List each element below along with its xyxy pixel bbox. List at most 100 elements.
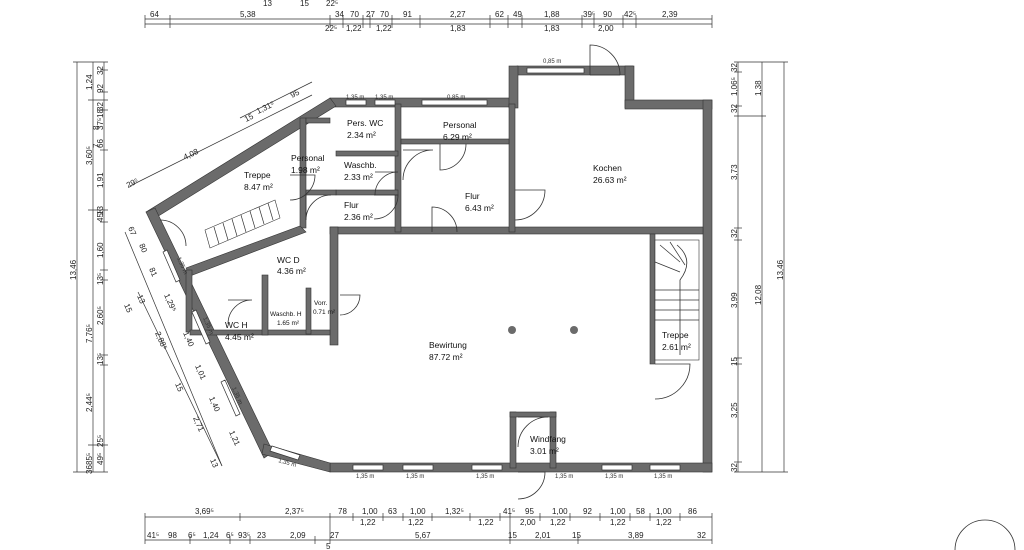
dim-bottom-row3-13: 3,89 <box>628 531 644 540</box>
dim-diag-left-0: 67 <box>126 225 138 237</box>
dim-left-inner-1: 92 <box>96 84 105 93</box>
dim-top-row2-4: 1,83 <box>544 24 560 33</box>
dim-bottom-row3-1: 98 <box>168 531 177 540</box>
window-label-diag: 1,35 m <box>277 458 296 469</box>
dim-top-row1-0: 64 <box>150 10 159 19</box>
dim-bottom-row1-1: 2,37⁵ <box>285 507 304 516</box>
dim-bottom-row2-0: 1,22 <box>360 518 376 527</box>
dim-diag-left-5: 15 <box>122 302 134 314</box>
dim-bottom-row1-7: 41⁵ <box>503 507 515 516</box>
room-area-vorr: 0.71 m² <box>313 309 336 316</box>
room-area-flur: 6.43 m² <box>465 203 494 213</box>
dim-top-row1-10: 1,88 <box>544 10 560 19</box>
dim-right-mid-1: 12,08 <box>754 284 763 305</box>
dim-diag-top-0: 4,08 <box>182 147 200 162</box>
dim-diag-top-3: 95 <box>289 88 301 100</box>
dim-top-row1-12: 90 <box>603 10 612 19</box>
dim-diag-top-4: 29⁵ <box>125 176 140 189</box>
dim-bottom-row2-1: 1,22 <box>408 518 424 527</box>
room-area-waschb-h: 1.65 m² <box>277 320 300 327</box>
dim-right-inner-1: 1,06⁵ <box>730 77 739 96</box>
dim-bottom-row1-13: 1,00 <box>656 507 672 516</box>
dim-top-row1-6: 91 <box>403 10 412 19</box>
right-dimensions: 13,46 1,38 12,08 32 1,06⁵ 32 3,73 32 3,9… <box>730 61 788 473</box>
dim-bottom-row4-0: 5 <box>326 542 331 550</box>
dim-top-row2-5: 2,00 <box>598 24 614 33</box>
window-label-top2: 1,35 m <box>375 95 393 101</box>
windows <box>162 67 681 471</box>
dim-left-inner-13: 49⁵ <box>96 453 105 465</box>
doors <box>159 44 691 500</box>
dim-top-row1-4: 27 <box>366 10 375 19</box>
dim-bottom-row3-6: 23 <box>257 531 266 540</box>
room-name-personal-left: Personal <box>291 153 325 163</box>
room-name-vorr: Vorr. <box>314 300 328 307</box>
dim-top-row1-3: 70 <box>350 10 359 19</box>
dim-left-inner-11: 25⁵ <box>96 435 105 447</box>
dim-left-inner-4: 66 <box>96 139 105 148</box>
dim-diag-left-13: 13 <box>208 457 220 469</box>
dim-top-row2-3: 1,83 <box>450 24 466 33</box>
dim-bottom-row1-11: 1,00 <box>610 507 626 516</box>
dim-right-mid-0: 1,38 <box>754 80 763 96</box>
dim-bottom-row2-2: 1,22 <box>478 518 494 527</box>
room-name-pers-wc: Pers. WC <box>347 118 383 128</box>
diagonal-dimensions-top: 4,08 15 1,31⁵ 95 29⁵ <box>125 81 313 190</box>
room-name-personal-top: Personal <box>443 120 477 130</box>
dim-right-inner-0: 32 <box>730 63 739 72</box>
dim-bottom-row3-11: 2,01 <box>535 531 551 540</box>
dim-bottom-row1-8: 95 <box>525 507 534 516</box>
dim-right-inner-6: 15 <box>730 357 739 366</box>
dim-right-inner-2: 32 <box>730 104 739 113</box>
left-dimensions: 13,46 1,24 3,60⁵ 7,76⁵ 2,44⁵ 85⁵ 32 92 3… <box>69 61 108 474</box>
room-area-windfang: 3.01 m² <box>530 446 559 456</box>
dim-left-inner-7: 1,60 <box>96 242 105 258</box>
dim-diag-left-3: 13 <box>135 293 147 305</box>
room-area-personal-top: 6.29 m² <box>443 132 472 142</box>
dim-top-row1-2: 34 <box>335 10 344 19</box>
dim-left-inner-9: 2,60⁵ <box>96 306 105 325</box>
dim-top-row1-1: 5,38 <box>240 10 256 19</box>
window-label-bot6: 1,35 m <box>654 474 672 480</box>
dim-diag-left-2: 81 <box>147 266 159 278</box>
dim-diag-left-8: 1,01 <box>193 363 208 381</box>
dim-bottom-row2-3: 2,00 <box>520 518 536 527</box>
dim-left-mid-0: 1,24 <box>85 74 94 90</box>
room-name-wc-h: WC H <box>225 320 248 330</box>
dim-bottom-row1-5: 1,00 <box>410 507 426 516</box>
dim-bottom-row3-12: 15 <box>572 531 581 540</box>
dim-top-row0-0: 13 <box>263 0 272 8</box>
window-label-top3: 0,85 m <box>447 95 465 101</box>
dim-left-mid-2: 7,76⁵ <box>85 324 94 343</box>
dim-left-extra-2: 7 <box>92 143 101 148</box>
dim-left-mid-4: 85⁵ <box>85 453 94 465</box>
room-labels: Kochen 26.63 m² Pers. WC 2.34 m² Persona… <box>225 118 691 456</box>
window-label-bot1: 1,35 m <box>356 474 374 480</box>
dim-left-inner-12: 36 <box>85 465 94 474</box>
room-name-waschb-h: Waschb. H <box>270 311 302 318</box>
dim-diag-left-4: 1,29⁵ <box>162 292 178 313</box>
dim-left-outer: 13,46 <box>69 259 78 280</box>
room-area-personal-left: 1.98 m² <box>291 165 320 175</box>
stairs-left <box>204 199 281 249</box>
dim-top-row0-1: 15 <box>300 0 309 8</box>
dim-top-row2-0: 22⁵ <box>325 24 337 33</box>
dim-diag-top-1: 15 <box>243 112 255 124</box>
dim-right-outer: 13,46 <box>776 259 785 280</box>
dim-bottom-row1-6: 1,32⁵ <box>445 507 464 516</box>
dim-top-row1-14: 2,39 <box>662 10 678 19</box>
dim-left-inner-0: 32 <box>96 66 105 75</box>
dim-left-inner-5: 1,91 <box>96 172 105 188</box>
dim-left-extra-1: 18 <box>96 109 105 118</box>
dim-bottom-row3-0: 41⁵ <box>147 531 159 540</box>
dim-top-row1-13: 42⁵ <box>624 10 636 19</box>
room-area-pers-wc: 2.34 m² <box>347 130 376 140</box>
dim-right-inner-7: 3,25 <box>730 402 739 418</box>
dim-left-inner-3: 37⁵ <box>96 118 105 130</box>
dim-left-extra-3: 13 <box>96 206 105 215</box>
dim-bottom-row1-12: 58 <box>636 507 645 516</box>
dim-bottom-row1-10: 92 <box>583 507 592 516</box>
dim-left-mid-3: 2,44⁵ <box>85 393 94 412</box>
dim-right-inner-4: 32 <box>730 229 739 238</box>
dim-bottom-row3-14: 32 <box>697 531 706 540</box>
